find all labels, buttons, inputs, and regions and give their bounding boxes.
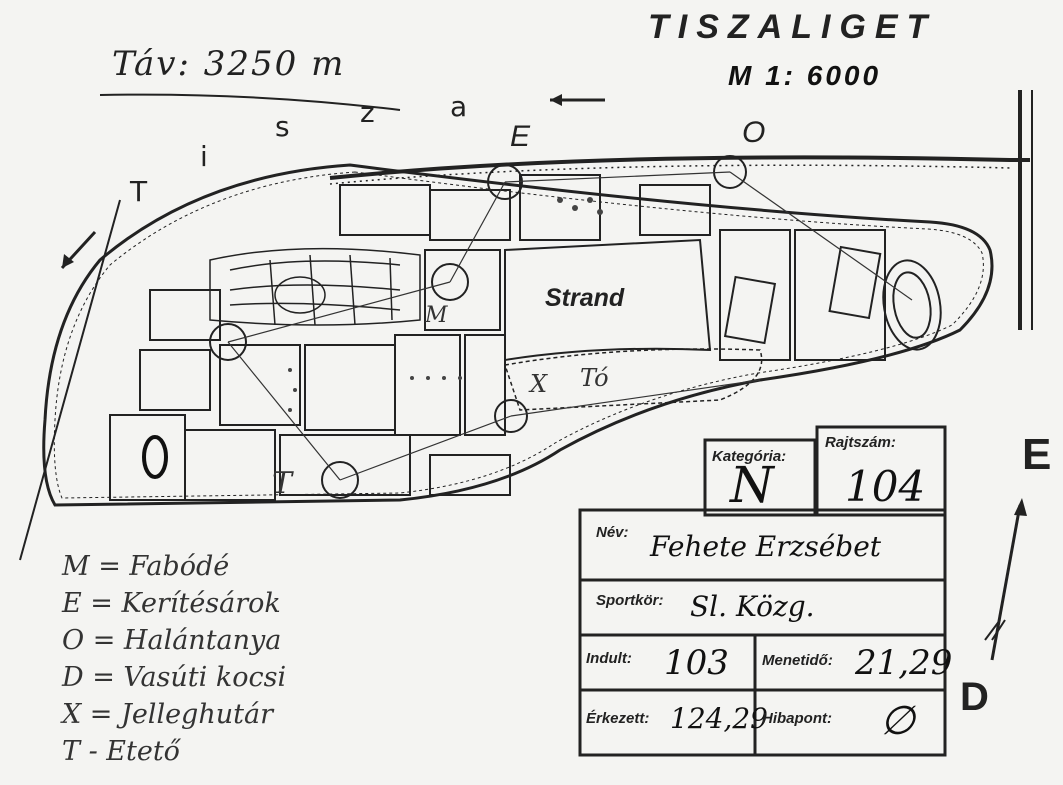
start-number-label: Rajtszám:: [825, 434, 896, 451]
north-arrowhead: [1014, 498, 1027, 516]
north-arrow-feather: [984, 619, 1006, 641]
river-bank-top-inner: [329, 164, 1011, 185]
arrival-value: 124,29: [670, 702, 768, 735]
legend-item-x: X = Jelleghutár: [62, 699, 273, 730]
map-legend: M = Fabódé E = Kerítésárok O = Halántany…: [62, 548, 286, 770]
category-label: Kategória:: [712, 448, 787, 465]
river-letter-t: T: [130, 175, 148, 208]
north-arrow: [990, 504, 1022, 661]
strand-area: [504, 238, 712, 362]
jelleghutar-label: X: [530, 370, 548, 398]
map-scale: M 1: 6000: [728, 60, 882, 91]
eteto-label: T: [272, 466, 293, 501]
legend-item-m: M = Fabódé: [62, 551, 230, 582]
legend-item-d: D = Vasúti kocsi: [62, 662, 287, 693]
river-flow-arrowhead-left: [62, 254, 74, 268]
category-value: N: [730, 456, 774, 514]
river-letter-z: z: [360, 96, 375, 129]
river-letter-s: s: [275, 110, 290, 143]
start-time-label: Indult:: [586, 650, 632, 667]
name-value: Fehete Erzsébet: [650, 530, 882, 563]
course-distance: Táv: 3250 m: [112, 44, 346, 84]
card-grid: [578, 425, 947, 757]
penalty-value: ∅: [880, 698, 915, 744]
start-number-value: 104: [845, 462, 926, 511]
strand-label: Strand: [545, 284, 625, 312]
compass-e-right: E: [1022, 430, 1052, 479]
control-points: [209, 155, 747, 499]
left-road: [19, 199, 121, 561]
legend-item-o: O = Halántanya: [62, 625, 282, 656]
compass-d-right: D: [960, 675, 989, 719]
penalty-label: Hibapont:: [762, 710, 832, 727]
river-bank-top: [329, 155, 1030, 180]
sports-area: [719, 229, 942, 361]
halantanya-symbol: [142, 435, 168, 479]
island-outline: [42, 163, 994, 507]
arrival-label: Érkezett:: [586, 710, 650, 727]
name-label: Név:: [596, 524, 629, 541]
fabode-label: M: [425, 303, 448, 328]
distance-underline: [99, 93, 401, 111]
river-flow-arrowhead-top: [550, 94, 562, 106]
tree-marks: [288, 197, 603, 412]
compass-o-top: O: [742, 116, 766, 149]
start-time-value: 103: [664, 643, 729, 683]
club-label: Sportkör:: [596, 592, 664, 609]
compass-e-top: E: [510, 120, 531, 153]
run-time-label: Menetidő:: [762, 652, 833, 669]
club-value: Sl. Közg.: [690, 590, 815, 623]
lake-label: Tó: [580, 364, 609, 392]
left-blocks: [109, 174, 711, 501]
map-title: TISZALIGET: [648, 8, 937, 46]
river-letter-a: a: [450, 90, 468, 123]
run-time-value: 21,29: [855, 643, 953, 683]
river-letter-i: i: [200, 140, 208, 173]
legend-item-e: E = Kerítésárok: [62, 588, 281, 619]
lake: [504, 348, 763, 411]
course-lines: [227, 171, 913, 481]
legend-item-t: T - Etető: [62, 736, 180, 767]
park-paths: [209, 247, 421, 326]
